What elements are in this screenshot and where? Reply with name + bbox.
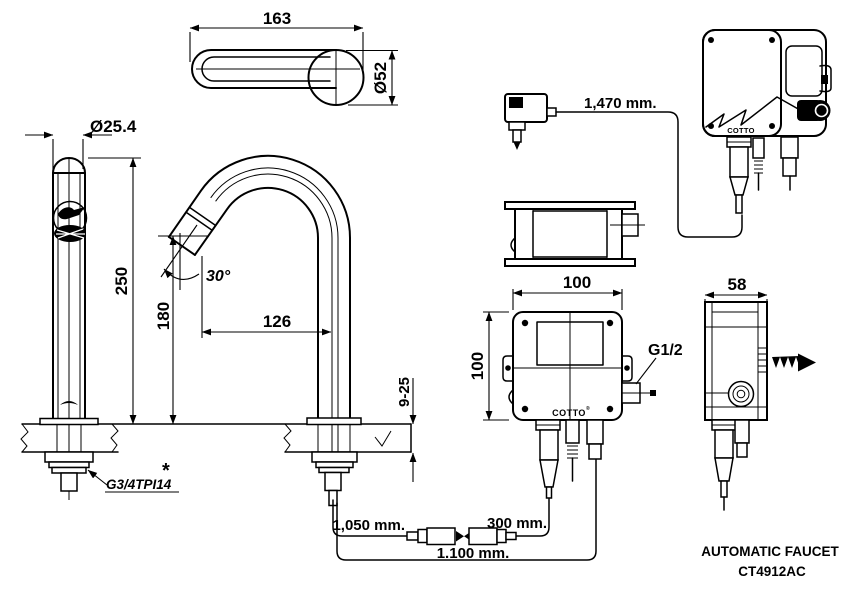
title-product: AUTOMATIC FAUCET xyxy=(701,544,839,559)
brand-front-box: COTTO xyxy=(552,408,586,418)
power-cable xyxy=(555,111,743,238)
control-box-top-view xyxy=(504,201,645,267)
faucet-front-view: Ø25.4 250 xyxy=(25,117,141,500)
dim-spout-diameter: Ø52 xyxy=(371,62,390,94)
mounting-screw-icon xyxy=(772,353,816,372)
dim-body-diameter: Ø25.4 xyxy=(90,117,137,136)
cable-assembly: 1,050 mm. 300 mm. 1.100 mm. xyxy=(332,458,597,562)
control-box-side-view: 58 xyxy=(704,275,816,511)
dim-spout-length: 163 xyxy=(263,9,291,28)
faucet-side-view: 30° 180 126 9-25 xyxy=(154,154,417,507)
dim-spray-angle: 30° xyxy=(206,268,231,285)
spray-angle-annotation: 30° xyxy=(160,224,231,290)
dim-box-width: 100 xyxy=(563,273,591,292)
cable-1100-label: 1.100 mm. xyxy=(437,545,510,562)
inlet-thread-label: G3/4TPI14 * xyxy=(87,460,179,493)
dim-reach: 126 xyxy=(263,312,291,331)
dim-box-depth: 58 xyxy=(728,275,747,294)
control-box-front-view: 100 100 G1/2 COTTO ® xyxy=(468,273,683,499)
dim-outlet-height: 180 xyxy=(154,302,173,330)
title-model: CT4912AC xyxy=(738,564,806,579)
front-box-connectors xyxy=(535,419,604,499)
water-outlet-fitting: G1/2 xyxy=(621,342,683,404)
cable-1470-label: 1,470 mm. xyxy=(584,95,657,112)
brand-front-box-reg: ® xyxy=(586,405,590,412)
knob-icon xyxy=(797,100,831,121)
power-adapter xyxy=(504,93,557,150)
cable-1050-label: 1,050 mm. xyxy=(332,517,405,534)
thread-g34-label: G3/4TPI14 xyxy=(106,477,172,492)
thread-g12-label: G1/2 xyxy=(648,342,683,359)
note-asterisk: * xyxy=(162,460,170,482)
cable-300-label: 300 mm. xyxy=(487,515,547,532)
outlet-mark xyxy=(60,401,78,405)
surface-finish-mark xyxy=(374,430,392,447)
dim-box-height: 100 xyxy=(468,352,487,380)
title-block: AUTOMATIC FAUCET CT4912AC xyxy=(701,544,839,579)
cable-connector-joint xyxy=(406,527,517,546)
brand-iso-box: COTTO xyxy=(727,126,755,135)
spout-top-view: 163 Ø52 xyxy=(189,9,398,106)
control-box-perspective-view: COTTO xyxy=(702,29,832,214)
perspective-box-connectors xyxy=(726,136,799,214)
sensor-window-icon xyxy=(52,200,88,242)
dim-body-height: 250 xyxy=(112,267,131,295)
side-box-connectors xyxy=(711,419,750,511)
dim-deck-thickness: 9-25 xyxy=(396,377,413,407)
